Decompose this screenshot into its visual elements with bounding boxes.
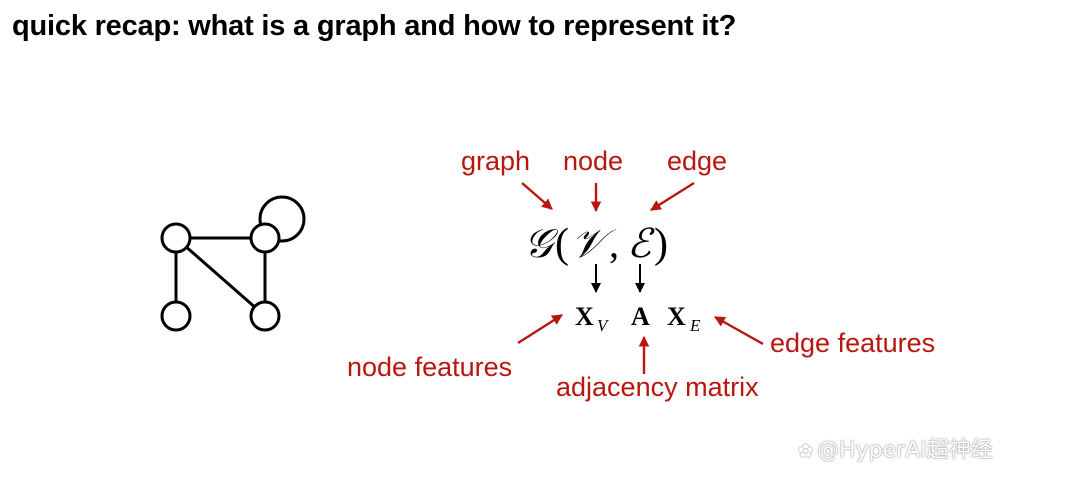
formula-open-paren: ( bbox=[555, 221, 569, 267]
formula-xv-sub: V bbox=[597, 316, 610, 335]
label-node-features: node features bbox=[347, 352, 512, 382]
formula-representation: X V A X E bbox=[575, 302, 701, 335]
graph-node-n3 bbox=[160, 300, 192, 332]
watermark-logo-icon: ✿ bbox=[798, 441, 814, 462]
formula-G: 𝒢 bbox=[524, 221, 559, 266]
arrow-edge-features bbox=[714, 315, 764, 346]
graph-drawing bbox=[160, 195, 306, 332]
watermark: ✿@HyperAI超神经 bbox=[798, 432, 993, 464]
formula-graph: 𝒢 ( 𝒱 , ℰ ) bbox=[524, 221, 668, 267]
arrow-edge bbox=[650, 181, 695, 212]
graph-node-n2 bbox=[249, 222, 281, 254]
label-graph: graph bbox=[461, 146, 530, 176]
label-adjacency-matrix: adjacency matrix bbox=[556, 372, 759, 402]
graph-node-n1 bbox=[160, 222, 192, 254]
graph-node-n4 bbox=[249, 300, 281, 332]
graph-edge-n1-n4 bbox=[175, 236, 266, 318]
formula-comma: , bbox=[609, 221, 619, 266]
arrow-graph bbox=[521, 182, 553, 210]
formula-a: A bbox=[631, 302, 650, 331]
formula-E: ℰ bbox=[627, 221, 655, 266]
formula-xe-sub: E bbox=[689, 316, 701, 335]
label-edge: edge bbox=[667, 146, 727, 176]
slide-title: quick recap: what is a graph and how to … bbox=[12, 10, 737, 42]
watermark-text: @HyperAI超神经 bbox=[817, 438, 993, 463]
formula-xv-x: X bbox=[575, 302, 594, 331]
label-node: node bbox=[563, 146, 623, 176]
formula-close-paren: ) bbox=[654, 221, 668, 267]
arrow-node-features bbox=[517, 313, 563, 345]
formula-xe-x: X bbox=[667, 302, 686, 331]
label-edge-features: edge features bbox=[770, 328, 935, 358]
